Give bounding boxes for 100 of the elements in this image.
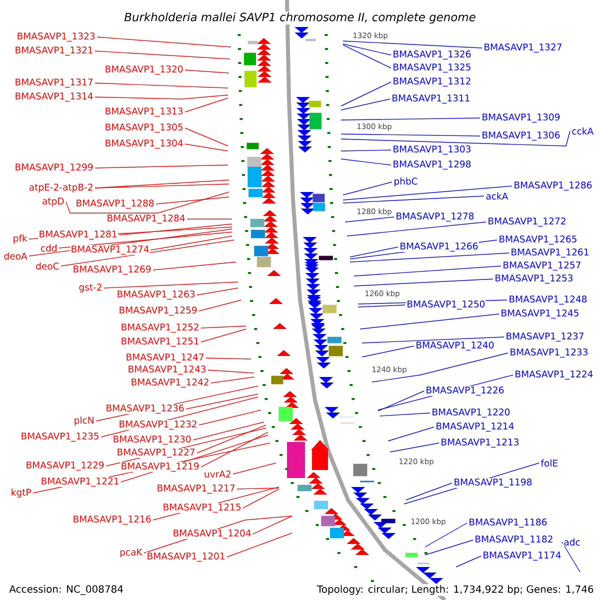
gene-label: BMASAVP1_1261	[510, 248, 590, 258]
gene-label: atpD	[41, 197, 65, 207]
gene-label: BMASAVP1_1306	[481, 130, 561, 142]
leader-line	[340, 98, 390, 110]
leader-line	[424, 522, 468, 548]
leader-line	[104, 282, 238, 288]
leader-line	[340, 118, 480, 120]
gene-label: BMASAVP1_1233	[509, 348, 589, 358]
genome-summary-text: Topology: circular; Length: 1,734,922 bp; Genes: 1,746	[316, 584, 595, 596]
leader-line	[344, 216, 394, 222]
gene-label: BMASAVP1_1327	[483, 42, 563, 54]
gene-label: BMASAVP1_1309	[481, 112, 561, 124]
leader-line	[208, 370, 254, 374]
leader-line	[362, 336, 504, 344]
leader-line	[196, 288, 238, 296]
leader-line	[342, 44, 392, 56]
leader-line	[200, 432, 268, 468]
leader-line	[66, 192, 230, 214]
gene-label: kgtP	[10, 488, 32, 498]
leader-line	[94, 164, 228, 168]
gene-label: BMASAVP1_1245	[500, 308, 580, 320]
accession-text: Accession: NC_008784	[8, 584, 124, 596]
gene-label: BMASAVP1_1311	[391, 94, 471, 104]
leader-line	[236, 488, 280, 490]
leader-line	[342, 196, 484, 204]
leader-line	[340, 82, 392, 106]
leader-line	[184, 70, 230, 74]
leader-line	[118, 224, 232, 236]
gene-label: pcaK	[119, 548, 143, 558]
leader-line	[342, 40, 482, 48]
leader-line	[358, 304, 406, 308]
leader-line	[186, 394, 258, 410]
leader-line	[242, 488, 280, 508]
gene-label: BMASAVP1_1237	[505, 332, 585, 342]
gene-label: BMASAVP1_1174	[482, 550, 562, 562]
leader-line	[94, 94, 228, 100]
leader-line	[186, 218, 232, 220]
leader-line	[184, 144, 228, 152]
leader-line	[200, 326, 246, 328]
leader-line	[226, 532, 292, 558]
leader-line	[96, 36, 232, 48]
gene-label: BMASAVP1_1214	[435, 422, 515, 432]
leader-line	[200, 328, 246, 342]
gene-label: BMASAVP1_1248	[508, 294, 588, 306]
leader-line	[342, 186, 512, 200]
gene-label: BMASAVP1_1186	[468, 518, 548, 528]
gene-label: BMASAVP1_1298	[392, 160, 472, 170]
leader-line	[192, 422, 264, 440]
leader-line	[340, 130, 570, 146]
gene-label: BMASAVP1_1220	[431, 408, 511, 418]
leader-line	[562, 542, 580, 572]
leader-line	[342, 44, 392, 68]
gene-label: BMASAVP1_1325	[392, 62, 472, 74]
gene-label: BMASAVP1_1272	[487, 216, 567, 228]
leader-line	[424, 540, 474, 556]
gene-label: gst-2	[78, 283, 103, 293]
gene-label: pfk	[12, 234, 28, 244]
leader-line	[406, 482, 452, 500]
leader-line	[350, 252, 510, 262]
gene-label: BMASAVP1_1257	[502, 260, 582, 272]
leader-line	[342, 182, 392, 196]
leader-line	[198, 300, 242, 312]
gene-label: atpE-2-atpB-2	[28, 183, 94, 193]
gene-label: BMASAVP1_1226	[425, 386, 505, 396]
leader-line	[378, 390, 424, 412]
gene-label: BMASAVP1_1198	[453, 478, 533, 488]
gene-label: phbC	[393, 177, 418, 187]
gene-label: BMASAVP1_1326	[392, 50, 472, 60]
leader-line	[198, 410, 262, 426]
gene-label: uvrA2	[203, 470, 232, 478]
gene-label: BMASAVP1_1312	[392, 76, 472, 88]
leader-line	[150, 236, 232, 250]
leader-line	[94, 50, 230, 60]
leader-line	[184, 128, 228, 146]
leader-line	[388, 426, 434, 442]
leader-line	[340, 158, 392, 166]
gene-label: BMASAVP1_1224	[514, 370, 594, 380]
leader-line	[360, 314, 500, 330]
gene-label: BMASAVP1_1182	[474, 534, 554, 546]
leader-line	[380, 412, 430, 416]
gene-label: BMASAVP1_1265	[498, 234, 578, 246]
leader-line	[362, 346, 414, 358]
leader-line	[58, 232, 232, 248]
leader-line	[354, 278, 494, 286]
leader-line	[184, 98, 228, 112]
gene-label: plcN	[73, 416, 95, 426]
leader-line	[340, 150, 392, 152]
gene-label: BMASAVP1_1266	[399, 242, 479, 252]
title: Burkholderia mallei SAVP1 chromosome II, complete genome	[123, 11, 477, 25]
leader-line	[94, 82, 228, 88]
leader-line	[354, 266, 502, 276]
leader-line	[196, 424, 266, 454]
leader-line	[252, 516, 292, 534]
leader-line	[346, 222, 486, 236]
leader-line	[156, 196, 230, 204]
leader-line	[390, 442, 440, 452]
gene-label: BMASAVP1_1286	[513, 180, 593, 192]
gene-label: BMASAVP1_1278	[395, 212, 475, 222]
leader-line	[340, 134, 480, 136]
leader-line	[456, 556, 482, 568]
